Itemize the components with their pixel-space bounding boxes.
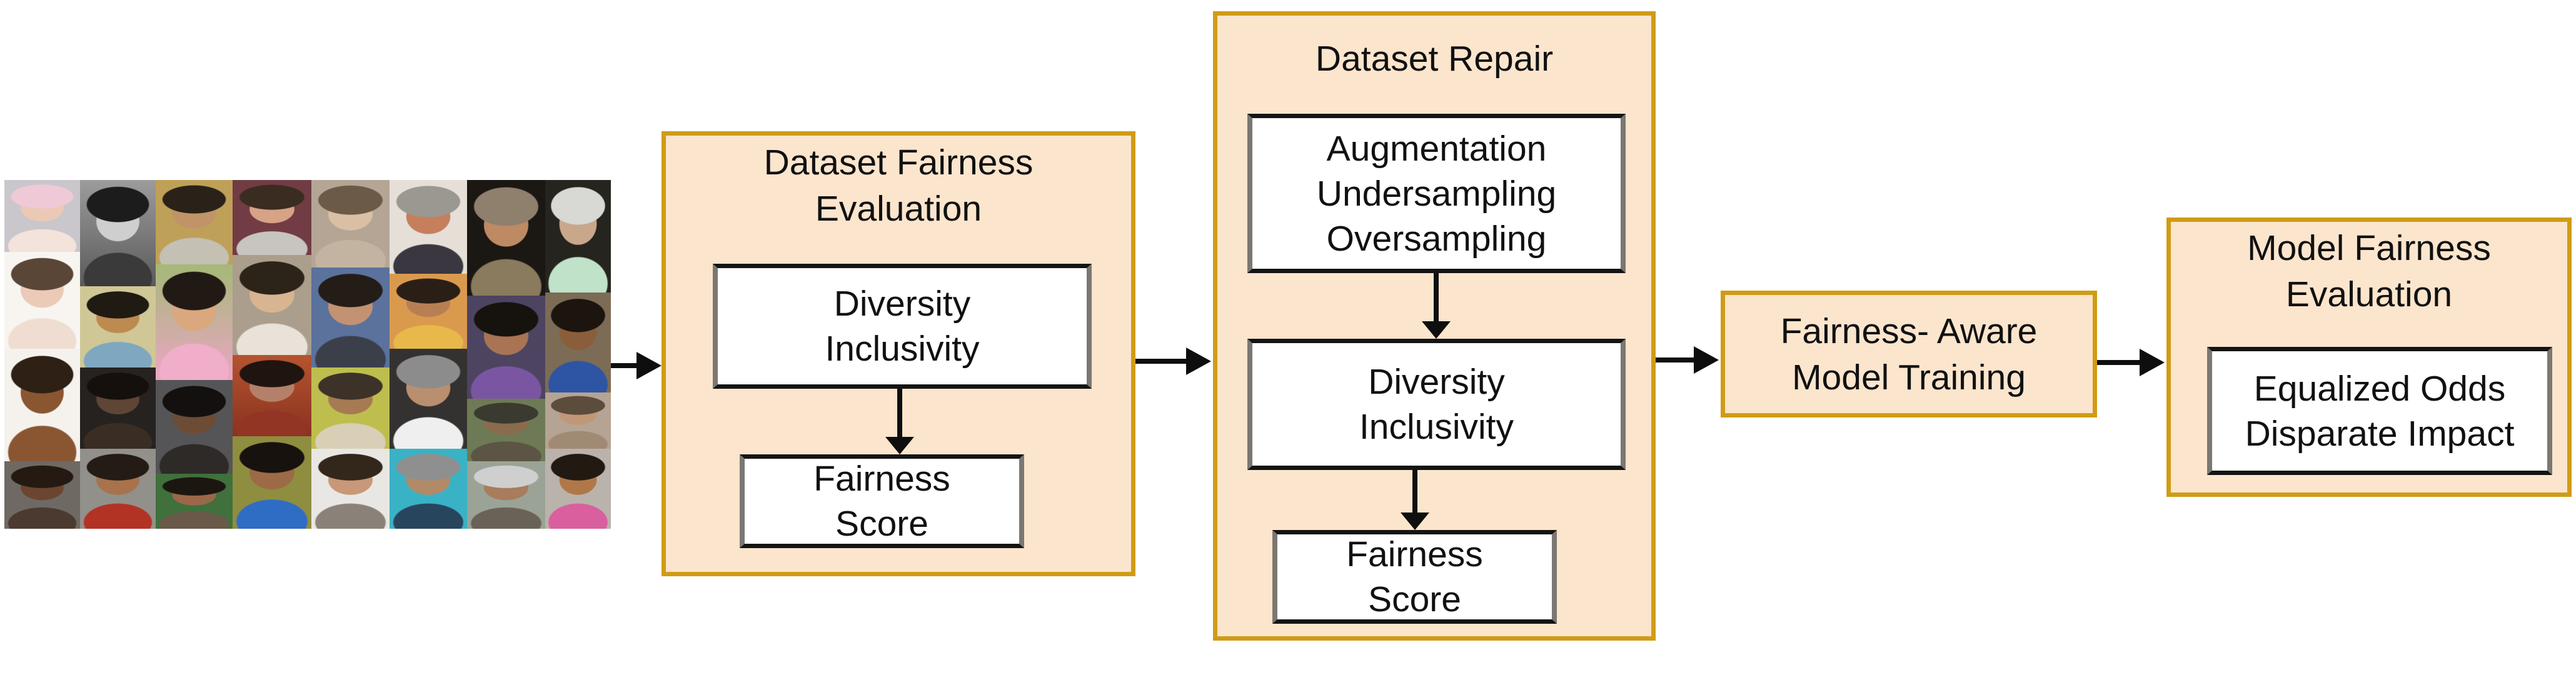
collage-column (233, 180, 311, 529)
face-collage (4, 180, 611, 529)
face-photo (311, 449, 390, 529)
box-line: Diversity (1368, 362, 1505, 402)
face-photo (545, 292, 611, 392)
box-line: Fairness (813, 459, 950, 499)
face-photo (390, 349, 467, 449)
panel-fairness-aware-model-training: Fairness- Aware Model Training (1721, 291, 2097, 418)
title-line: Evaluation (815, 189, 982, 229)
collage-column (545, 180, 611, 529)
face-photo (467, 461, 545, 529)
panel-dataset-fairness-evaluation: Dataset Fairness Evaluation Diversity In… (662, 131, 1135, 576)
panel-model-fairness-evaluation: Model Fairness Evaluation Equalized Odds… (2166, 218, 2572, 497)
face-photo (156, 474, 233, 529)
face-photo (80, 449, 156, 529)
diversity-inclusivity-box: Diversity Inclusivity (713, 264, 1092, 389)
box-line: Score (1368, 579, 1461, 619)
face-photo (311, 368, 390, 449)
face-photo (311, 268, 390, 368)
collage-column (467, 180, 545, 529)
fairness-score-box: Fairness Score (1272, 530, 1557, 624)
collage-column (156, 180, 233, 529)
collage-column (4, 180, 80, 529)
box-line: Undersampling (1316, 173, 1557, 214)
title-line: Dataset Repair (1315, 39, 1554, 79)
face-photo (467, 296, 545, 399)
diversity-inclusivity-box: Diversity Inclusivity (1247, 339, 1626, 470)
face-photo (311, 180, 390, 268)
face-photo (467, 399, 545, 461)
face-photo (156, 380, 233, 474)
face-photo (233, 180, 311, 255)
face-photo (545, 180, 611, 292)
box-line: Fairness (1346, 534, 1483, 574)
fairness-score-box: Fairness Score (740, 454, 1024, 548)
box-line: Disparate Impact (2245, 413, 2515, 454)
training-label-line: Model Training (1792, 357, 2026, 398)
face-photo (4, 461, 80, 529)
panel-dataset-repair: Dataset Repair Augmentation Undersamplin… (1213, 11, 1656, 641)
face-photo (545, 449, 611, 529)
face-photo (80, 286, 156, 368)
panel-title: Dataset Repair (1217, 36, 1651, 82)
face-photo (233, 436, 311, 529)
title-line: Evaluation (2285, 274, 2453, 314)
face-photo (390, 274, 467, 349)
box-line: Inclusivity (825, 329, 980, 369)
collage-column (390, 180, 467, 529)
collage-column (311, 180, 390, 529)
title-line: Dataset Fairness (763, 142, 1034, 182)
face-photo (80, 368, 156, 449)
training-label-line: Fairness- Aware (1780, 311, 2038, 351)
face-photo (156, 180, 233, 264)
panel-title: Model Fairness Evaluation (2171, 225, 2567, 318)
face-photo (4, 349, 80, 461)
fairness-metrics-box: Equalized Odds Disparate Impact (2207, 347, 2552, 475)
face-photo (390, 180, 467, 274)
box-line: Oversampling (1326, 218, 1547, 259)
face-photo (545, 392, 611, 449)
panel-title: Dataset Fairness Evaluation (666, 139, 1131, 232)
face-photo (390, 449, 467, 529)
repair-methods-box: Augmentation Undersampling Oversampling (1247, 114, 1626, 273)
title-line: Model Fairness (2247, 228, 2491, 268)
face-photo (467, 180, 545, 296)
face-photo (80, 180, 156, 286)
face-photo (233, 355, 311, 436)
training-label: Fairness- Aware Model Training (1725, 308, 2093, 401)
box-line: Augmentation (1326, 128, 1547, 169)
face-photo (156, 264, 233, 380)
box-line: Score (835, 504, 928, 544)
box-line: Inclusivity (1359, 407, 1514, 447)
box-line: Diversity (833, 284, 971, 324)
face-photo (4, 252, 80, 349)
face-photo (4, 180, 80, 252)
box-line: Equalized Odds (2253, 368, 2506, 409)
collage-column (80, 180, 156, 529)
face-photo (233, 255, 311, 355)
